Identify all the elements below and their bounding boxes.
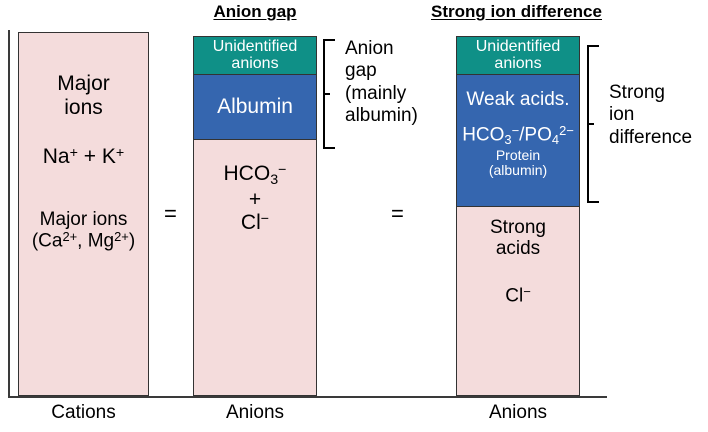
bracket-strong-ion-difference (587, 45, 599, 203)
segment-text-ca-mg: (Ca2+, Mg2+) (31, 229, 136, 252)
segment-text-cl: Cl− (240, 211, 270, 235)
bar-segment-unidentified-anions: Unidentified anions (457, 37, 579, 74)
segment-text-anions: anions (494, 55, 542, 73)
segment-text-protein: Protein (495, 146, 541, 163)
bracket-label-line: ion (609, 104, 635, 126)
axis-label-anions-middle: Anions (225, 402, 285, 423)
segment-text-albumin: Albumin (217, 95, 293, 118)
bracket-label-line: (mainly (345, 82, 407, 104)
segment-text-unidentified: Unidentified (475, 37, 561, 55)
bracket-label-anion-gap: Anion gap (mainly albumin) (345, 38, 455, 128)
bracket-label-line: Strong (609, 82, 665, 103)
bar-segment-strong-acids: Strong acids Cl− (457, 205, 579, 395)
axis-label-anions-right: Anions (488, 402, 548, 423)
column-title-anion-gap: Anion gap (213, 2, 297, 21)
bar-anion-gap: Unidentified anions Albumin HCO3− + Cl− (193, 36, 317, 396)
bar-segment-hco3-cl: HCO3− + Cl− (194, 138, 316, 395)
bar-segment-major-ions: Major ions Na+ + K+ Major ions (Ca2+, Mg… (19, 33, 148, 395)
x-axis-line (8, 396, 607, 398)
bar-segment-unidentified-anions: Unidentified anions (194, 37, 316, 74)
segment-text-ions: ions (64, 95, 103, 119)
segment-text-hco3: HCO3− (223, 161, 287, 188)
segment-text-cl: Cl− (505, 284, 531, 307)
axis-label-cations: Cations (51, 402, 116, 423)
bracket-label-line: gap (345, 60, 377, 82)
bracket-label-line: Anion (345, 38, 394, 59)
segment-text-major-ions-2: Major ions (39, 208, 128, 230)
segment-text-strong: Strong (490, 216, 546, 238)
segment-text-unidentified: Unidentified (212, 37, 298, 55)
segment-text-na-k: Na+ + K+ (42, 145, 125, 169)
bracket-anion-gap (323, 39, 335, 149)
y-axis-line (8, 30, 10, 398)
segment-text-anions: anions (231, 55, 279, 73)
segment-text-weak-acids: Weak acids. (466, 88, 570, 110)
column-title-strong-ion-difference: Strong ion difference (431, 2, 602, 21)
bar-strong-ion-difference: Unidentified anions Weak acids. HCO3−/PO… (456, 36, 580, 396)
segment-text-acids: acids (495, 238, 541, 260)
bar-segment-albumin: Albumin (194, 73, 316, 139)
segment-text-plus: + (248, 187, 262, 211)
bar-segment-weak-acids: Weak acids. HCO3−/PO42− Protein (albumin… (457, 73, 579, 206)
segment-text-hco3-po4: HCO3−/PO42− (462, 123, 574, 148)
bracket-label-line: difference (609, 126, 693, 148)
equals-sign-2: = (391, 201, 404, 226)
equals-sign-1: = (164, 201, 177, 226)
segment-text-major: Major (57, 72, 110, 96)
bar-cations: Major ions Na+ + K+ Major ions (Ca2+, Mg… (18, 32, 149, 396)
bracket-label-strong-ion-difference: Strong ion difference (609, 82, 707, 149)
bracket-label-line: albumin) (345, 105, 418, 127)
segment-text-albumin: (albumin) (488, 162, 548, 179)
